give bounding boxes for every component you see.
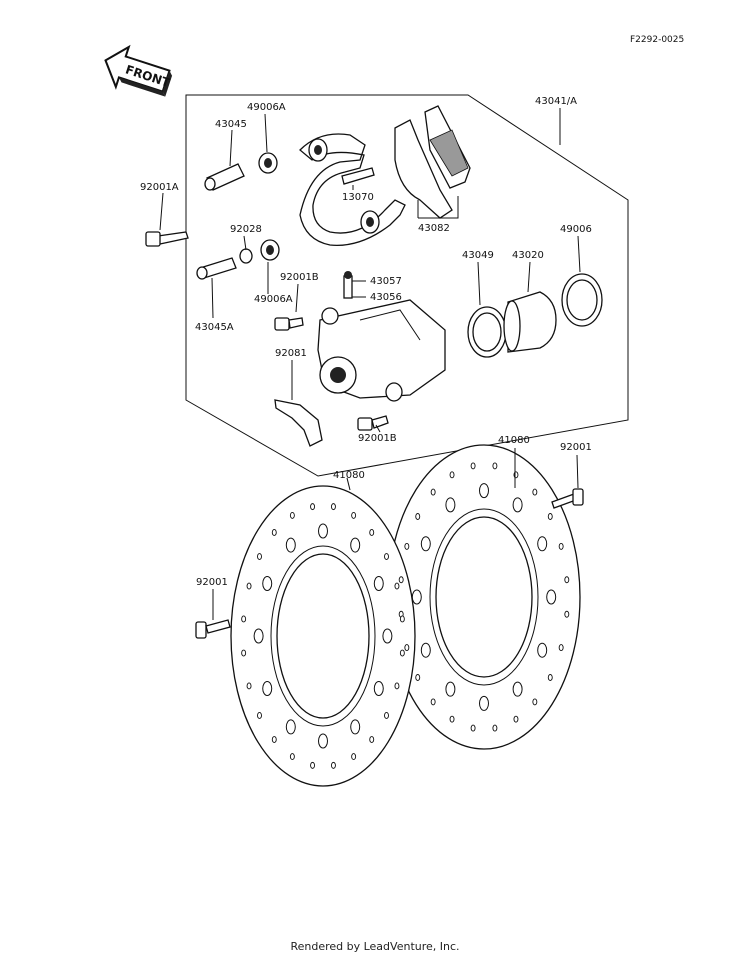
bleeder-valve [343, 271, 353, 299]
label-43049: 43049 [462, 250, 494, 261]
front-arrow-icon: FRONT [104, 44, 172, 97]
slide-pin-upper [204, 163, 245, 191]
caliper-bracket [299, 133, 406, 246]
label-43056: 43056 [370, 292, 402, 303]
disc-holes [241, 462, 570, 769]
label-49006: 49006 [560, 224, 592, 235]
label-43045A: 43045A [195, 322, 234, 333]
slide-pin-lower [196, 257, 237, 280]
piston-seal [467, 306, 507, 358]
brake-disc-left [230, 485, 416, 787]
caliper-bolt-upper [145, 231, 189, 247]
caliper-bolt-lower [357, 415, 389, 431]
label-41080-right: 41080 [498, 435, 530, 446]
label-92001B-top: 92001B [280, 272, 319, 283]
label-41080-left: 41080 [333, 470, 365, 481]
brake-pads [394, 105, 471, 219]
label-92001-right: 92001 [560, 442, 592, 453]
label-43041A: 43041/A [535, 96, 577, 107]
leader-lines [159, 108, 581, 620]
label-92001-left: 92001 [196, 577, 228, 588]
label-13070: 13070 [342, 192, 374, 203]
label-49006A-bottom: 49006A [254, 294, 293, 305]
label-92081: 92081 [275, 348, 307, 359]
piston [503, 291, 557, 353]
caliper-bolt-mid [274, 317, 304, 331]
label-92028: 92028 [230, 224, 262, 235]
label-43082: 43082 [418, 223, 450, 234]
footer-credit: Rendered by LeadVenture, Inc. [290, 940, 460, 953]
disc-bolt-left [195, 619, 231, 639]
pad-spring-plate [274, 399, 323, 447]
caliper-body [317, 299, 446, 402]
disc-bolt-right [551, 488, 584, 509]
pad-spring [341, 167, 375, 185]
collar [239, 248, 253, 264]
part-labels: 43041/A 49006A 43045 13070 92001A 43082 … [140, 96, 592, 588]
label-43045: 43045 [215, 119, 247, 130]
label-43020: 43020 [512, 250, 544, 261]
label-92001A: 92001A [140, 182, 179, 193]
pin-boot-upper [258, 152, 278, 174]
label-43057: 43057 [370, 276, 402, 287]
diagram-code: F2292-0025 [630, 35, 684, 45]
label-49006A-top: 49006A [247, 102, 286, 113]
brake-disc-right [387, 444, 581, 750]
dust-seal [561, 273, 603, 327]
caliper-assembly-outline [185, 94, 629, 477]
pin-boot-lower [260, 239, 280, 261]
label-92001B-bottom: 92001B [358, 433, 397, 444]
